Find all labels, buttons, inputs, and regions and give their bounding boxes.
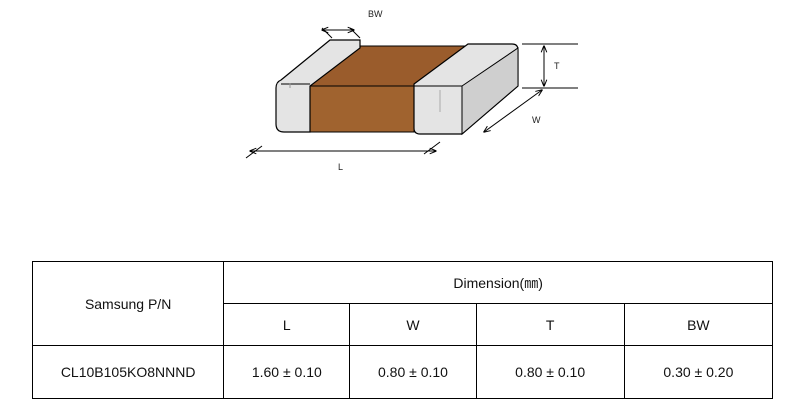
capacitor-dimension-diagram: BW T W L	[245, 9, 578, 172]
part-number-cell: CL10B105KO8NNND	[31, 345, 225, 399]
dimension-table: Samsung P/N Dimension(㎜) L W T BW CL10B1…	[31, 261, 774, 399]
l-extension-right	[423, 141, 441, 155]
w-dimension-arrow	[484, 90, 542, 132]
l-extension-left	[245, 145, 263, 159]
value-cell-t: 0.80 ± 0.10	[475, 345, 625, 399]
t-label: T	[554, 61, 560, 71]
bw-label: BW	[368, 9, 383, 19]
column-header-l: L	[223, 303, 351, 346]
part-number-header: Samsung P/N	[31, 261, 225, 346]
value-cell-w: 0.80 ± 0.10	[349, 345, 477, 399]
table-row: CL10B105KO8NNND 1.60 ± 0.10 0.80 ± 0.10 …	[31, 345, 774, 399]
left-terminal	[275, 39, 361, 133]
value-cell-bw: 0.30 ± 0.20	[623, 345, 774, 399]
column-header-t: T	[475, 303, 625, 346]
chip-body-front-face	[307, 85, 415, 133]
dimension-header: Dimension(㎜)	[223, 261, 773, 304]
value-cell-l: 1.60 ± 0.10	[223, 345, 351, 399]
l-label: L	[338, 162, 343, 172]
column-header-w: W	[349, 303, 477, 346]
w-label: W	[532, 115, 541, 125]
column-header-bw: BW	[623, 303, 774, 346]
